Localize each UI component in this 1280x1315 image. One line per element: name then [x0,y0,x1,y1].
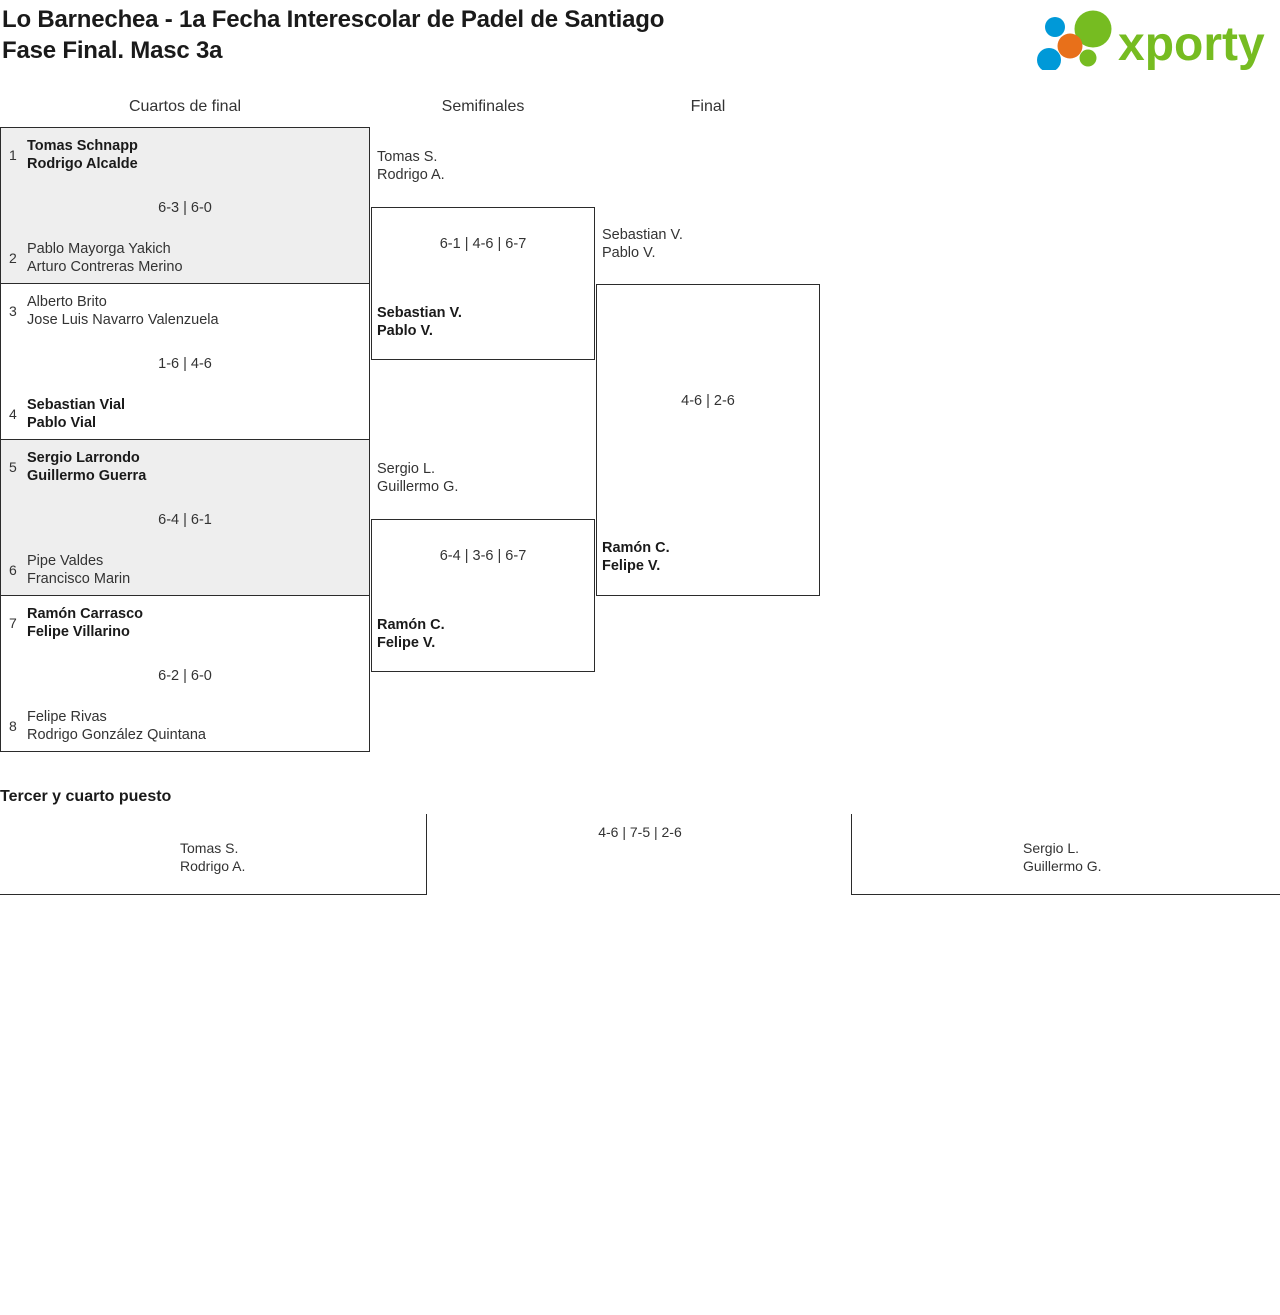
third-place-right-box[interactable] [851,814,1280,895]
team-names: Alberto Brito Jose Luis Navarro Valenzue… [27,294,219,328]
match-qf-1-score: 6-3 | 6-0 [158,200,212,216]
match-qf-4[interactable]: 7 Ramón Carrasco Felipe Villarino 6-2 | … [0,595,370,752]
match-qf-1[interactable]: 1 Tomas Schnapp Rodrigo Alcalde 6-3 | 6-… [0,127,370,284]
third-place-score: 4-6 | 7-5 | 2-6 [598,824,682,840]
match-sf-2-team-top[interactable]: Sergio L. Guillermo G. [377,461,459,495]
seed-number: 5 [9,459,17,475]
logo-wordmark: xporty [1118,18,1265,70]
match-final-team-top[interactable]: Sebastian V. Pablo V. [602,227,683,261]
match-sf-1-box[interactable] [371,207,595,360]
title-line-1: Lo Barnechea - 1a Fecha Interescolar de … [2,6,665,33]
seed-number: 6 [9,562,17,578]
seed-number: 3 [9,303,17,319]
seed-number: 8 [9,718,17,734]
match-qf-2-team-top[interactable]: 3 Alberto Brito Jose Luis Navarro Valenz… [1,293,369,329]
match-qf-3-team-top[interactable]: 5 Sergio Larrondo Guillermo Guerra [1,449,369,485]
team-names: Sergio Larrondo Guillermo Guerra [27,450,147,484]
match-final-box[interactable] [596,284,820,596]
match-qf-2-score: 1-6 | 4-6 [158,356,212,372]
match-qf-3-team-bottom[interactable]: 6 Pipe Valdes Francisco Marin [1,552,369,588]
match-final-team-bottom[interactable]: Ramón C. Felipe V. [602,540,670,574]
team-names: Sebastian Vial Pablo Vial [27,397,126,431]
round-header-semifinals: Semifinales [441,98,525,115]
round-header-final: Final [690,98,726,115]
match-qf-1-team-top[interactable]: 1 Tomas Schnapp Rodrigo Alcalde [1,137,369,173]
match-qf-4-team-top[interactable]: 7 Ramón Carrasco Felipe Villarino [1,605,369,641]
match-sf-1-team-top[interactable]: Tomas S. Rodrigo A. [377,149,445,183]
seed-number: 7 [9,615,17,631]
logo-dot-blue-bottom [1037,48,1061,70]
seed-number: 4 [9,406,17,422]
third-place-left-box[interactable] [0,814,427,895]
match-qf-4-team-bottom[interactable]: 8 Felipe Rivas Rodrigo González Quintana [1,708,369,744]
seed-number: 2 [9,250,17,266]
match-sf-1-score: 6-1 | 4-6 | 6-7 [439,236,527,252]
match-qf-2-team-bottom[interactable]: 4 Sebastian Vial Pablo Vial [1,396,369,432]
logo-dot-blue-top [1045,17,1065,37]
match-qf-2[interactable]: 3 Alberto Brito Jose Luis Navarro Valenz… [0,283,370,440]
match-qf-1-team-bottom[interactable]: 2 Pablo Mayorga Yakich Arturo Contreras … [1,240,369,276]
match-qf-3-score: 6-4 | 6-1 [158,512,212,528]
team-names: Tomas Schnapp Rodrigo Alcalde [27,138,138,172]
page-title: Lo Barnechea - 1a Fecha Interescolar de … [0,0,1000,66]
third-place-team-right[interactable]: Sergio L. Guillermo G. [1023,840,1102,874]
seed-number: 1 [9,147,17,163]
match-final-score: 4-6 | 2-6 [681,393,735,409]
xporty-logo[interactable]: xporty [1032,8,1272,70]
xporty-logo-svg: xporty [1037,10,1265,70]
team-names: Pablo Mayorga Yakich Arturo Contreras Me… [27,241,183,275]
team-names: Ramón Carrasco Felipe Villarino [27,606,144,640]
match-sf-2-score: 6-4 | 3-6 | 6-7 [439,548,527,564]
match-qf-3[interactable]: 5 Sergio Larrondo Guillermo Guerra 6-4 |… [0,439,370,596]
match-qf-4-score: 6-2 | 6-0 [158,668,212,684]
logo-dot-green-small [1079,49,1097,67]
match-sf-2-box[interactable] [371,519,595,672]
round-header-quarterfinals: Cuartos de final [128,98,242,115]
logo-dot-green-large [1074,10,1112,48]
match-sf-2-team-bottom[interactable]: Ramón C. Felipe V. [377,617,445,651]
logo-dot-orange [1057,33,1083,59]
title-line-2: Fase Final. Masc 3a [2,37,223,64]
team-names: Pipe Valdes Francisco Marin [27,553,131,587]
third-place-team-left[interactable]: Tomas S. Rodrigo A. [180,840,246,874]
match-sf-1-team-bottom[interactable]: Sebastian V. Pablo V. [377,305,462,339]
team-names: Felipe Rivas Rodrigo González Quintana [27,709,206,743]
third-place-title: Tercer y cuarto puesto [0,788,172,805]
